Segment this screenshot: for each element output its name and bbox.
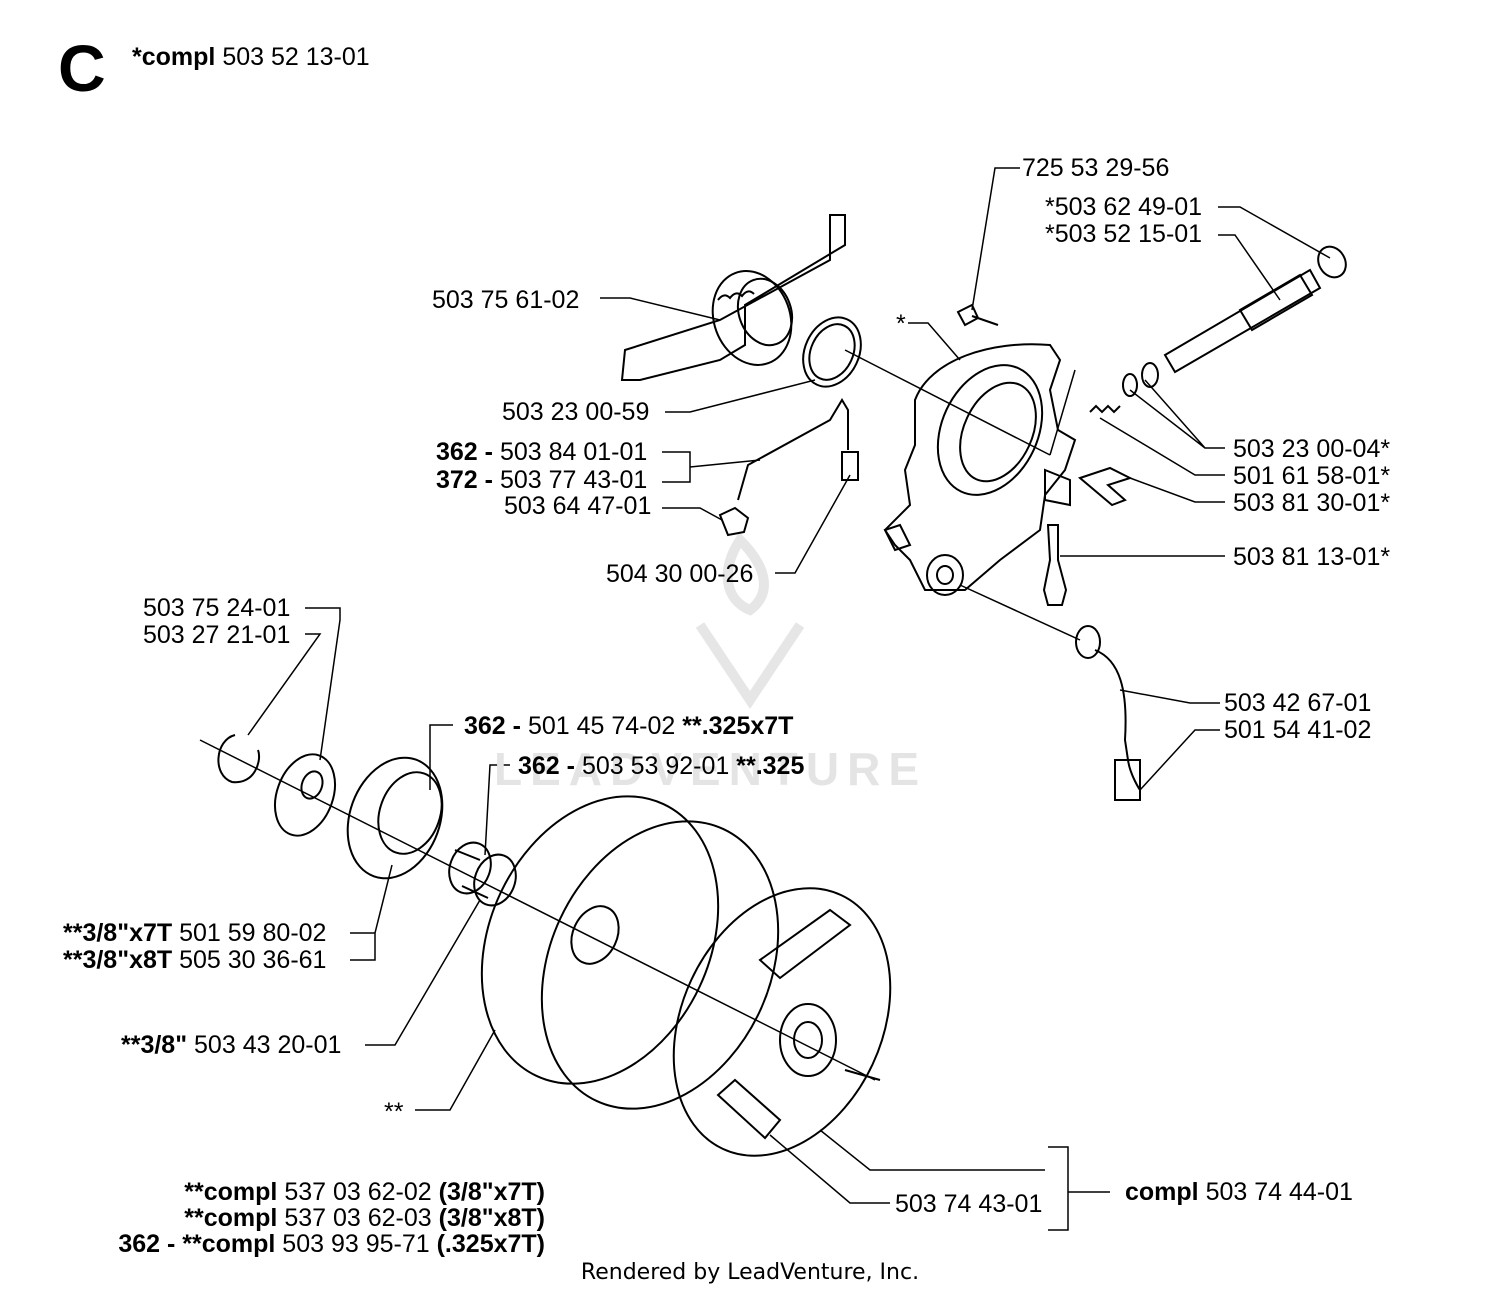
assembly-prefix: *compl — [132, 43, 216, 71]
clutch-shoe-part — [672, 887, 892, 1157]
callout-number: 501 45 74-02 — [527, 712, 676, 740]
callout-number: 503 74 44-01 — [1205, 1178, 1353, 1206]
washer-part — [1122, 373, 1138, 397]
callout-suffix: **.325 — [736, 752, 805, 780]
drive-shaft-part — [1163, 245, 1347, 374]
callout-number: 503 77 43-01 — [499, 466, 648, 494]
callout-label: 362 - 503 84 01-01 — [436, 437, 647, 467]
kit-number: 537 03 62-02 — [284, 1178, 432, 1206]
callout-prefix: **3/8"x7T — [63, 919, 173, 947]
callout-label: ** — [384, 1098, 404, 1126]
section-letter: C — [58, 31, 106, 105]
callout-label: 372 - 503 77 43-01 — [436, 465, 647, 495]
callout-prefix: **3/8" — [121, 1031, 188, 1059]
callout-prefix: 372 - — [436, 466, 493, 494]
callout-label: 501 54 41-02 — [1224, 716, 1372, 744]
watermark-logo — [695, 532, 805, 710]
adjust-screw-part — [1042, 524, 1068, 606]
kit-number: 503 93 95-71 — [282, 1230, 430, 1258]
footer-credit: Rendered by LeadVenture, Inc. — [580, 1260, 920, 1285]
assembly-number: 503 52 13-01 — [222, 43, 370, 71]
bracket-part — [1077, 466, 1133, 507]
rim-sprocket-part — [346, 756, 444, 880]
kit-prefix: **compl — [182, 1230, 276, 1258]
guide-plate-part — [620, 214, 846, 381]
callout-label: compl 503 74 44-01 — [1125, 1177, 1353, 1207]
callout-suffix: **.325x7T — [682, 712, 794, 740]
callout-number: 503 43 20-01 — [194, 1031, 342, 1059]
kit-lead: 362 - — [118, 1230, 176, 1258]
callout-label: 362 - 503 53 92-01 **.325 — [518, 751, 804, 781]
callout-label: 503 42 67-01 — [1224, 689, 1372, 717]
seal-ring-part — [802, 316, 862, 388]
spring-part — [1089, 404, 1121, 414]
circlip-part — [217, 734, 260, 784]
callout-label: 503 81 13-01* — [1233, 543, 1391, 571]
callout-label: *503 62 49-01 — [1045, 193, 1203, 221]
callout-label: 503 75 61-02 — [432, 286, 580, 314]
clutch-washer-part — [274, 753, 336, 837]
kit-suffix: (3/8"x8T) — [438, 1204, 545, 1232]
oil-hose-part — [1075, 625, 1141, 801]
callout-label: 503 74 43-01 — [895, 1190, 1043, 1218]
callout-label: 503 81 30-01* — [1233, 489, 1391, 517]
screw-part — [956, 303, 999, 327]
callout-number: 505 30 36-61 — [179, 946, 327, 974]
callout-prefix: **3/8"x8T — [63, 946, 173, 974]
callout-label: 503 75 24-01 — [143, 594, 291, 622]
kit-prefix: **compl — [184, 1204, 278, 1232]
kit-suffix: (3/8"x7T) — [438, 1178, 545, 1206]
callout-label: 725 53 29-56 — [1022, 154, 1170, 182]
callout-number: 501 59 80-02 — [179, 919, 327, 947]
callout-prefix: 362 - — [518, 752, 575, 780]
callout-label: 503 64 47-01 — [504, 492, 652, 520]
nut-part — [718, 506, 750, 537]
callout-label: 503 23 00-59 — [502, 398, 650, 426]
kit-row: **compl 537 03 62-03 (3/8"x8T) — [40, 1203, 545, 1233]
callout-label: **3/8" 503 43 20-01 — [121, 1030, 341, 1060]
needle-bearing-part — [448, 841, 517, 907]
callout-prefix: 362 - — [464, 712, 521, 740]
callout-label: 504 30 00-26 — [606, 560, 754, 588]
clutch-drum-part — [480, 795, 780, 1110]
oil-pump-housing-part — [883, 343, 1077, 596]
kit-number: 537 03 62-03 — [284, 1204, 432, 1232]
kit-prefix: **compl — [184, 1178, 278, 1206]
callout-label: 501 61 58-01* — [1233, 462, 1391, 490]
callout-label: *503 52 15-01 — [1045, 220, 1203, 248]
assembly-title: *compl 503 52 13-01 — [132, 42, 370, 72]
oil-pipe-part — [737, 398, 849, 501]
kit-row: 362 - **compl 503 93 95-71 (.325x7T) — [40, 1229, 545, 1259]
kit-suffix: (.325x7T) — [436, 1230, 545, 1258]
callout-label: 362 - 501 45 74-02 **.325x7T — [464, 711, 793, 741]
watermark-text: LEADVENTURE — [494, 743, 928, 795]
callout-label: **3/8"x7T 501 59 80-02 — [63, 918, 326, 948]
callout-prefix: compl — [1125, 1178, 1199, 1206]
callout-label: * — [896, 310, 906, 338]
callout-label: 503 23 00-04* — [1233, 435, 1391, 463]
callout-label: **3/8"x8T 505 30 36-61 — [63, 945, 326, 975]
callout-number: 503 84 01-01 — [499, 438, 648, 466]
callout-number: 503 53 92-01 — [581, 752, 730, 780]
callout-prefix: 362 - — [436, 438, 493, 466]
callout-label: 503 27 21-01 — [143, 621, 291, 649]
kit-row: **compl 537 03 62-02 (3/8"x7T) — [40, 1177, 545, 1207]
leader-lines — [247, 167, 1331, 1231]
